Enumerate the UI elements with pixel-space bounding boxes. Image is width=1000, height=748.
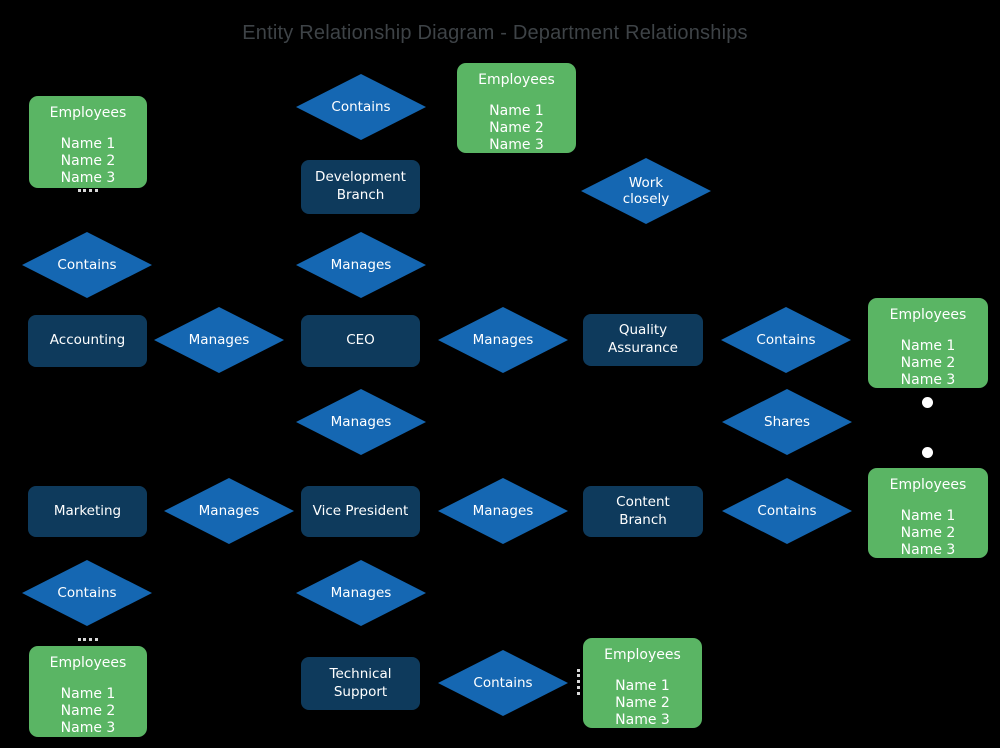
relationship-contains[interactable]: Contains — [721, 307, 851, 373]
entity-label: Quality Assurance — [608, 322, 678, 356]
entity-label: CEO — [346, 332, 375, 349]
attribute-employees-development[interactable]: Employees Name 1 Name 2 Name 3 — [457, 63, 576, 153]
relationship-label: Contains — [756, 331, 816, 348]
attribute-employees-quality-assurance[interactable]: Employees Name 1 Name 2 Name 3 — [868, 298, 988, 388]
connector-stub — [78, 189, 98, 192]
attribute-name: Name 1 — [489, 103, 544, 119]
entity-label: Development Branch — [315, 169, 406, 203]
attribute-name: Name 2 — [900, 355, 956, 371]
attribute-employees-accounting[interactable]: Employees Name 1 Name 2 Name 3 — [29, 96, 147, 188]
attribute-title: Employees — [478, 72, 555, 88]
attribute-name: Name 3 — [60, 720, 116, 736]
attribute-name: Name 2 — [489, 120, 544, 136]
attribute-name: Name 2 — [60, 703, 116, 719]
attribute-title: Employees — [49, 105, 127, 121]
relationship-manages[interactable]: Manages — [154, 307, 284, 373]
entity-quality-assurance[interactable]: Quality Assurance — [583, 314, 703, 366]
attribute-title: Employees — [889, 307, 967, 323]
relationship-label: Work closely — [622, 174, 670, 207]
attribute-name: Name 1 — [60, 136, 116, 152]
relationship-contains[interactable]: Contains — [722, 478, 852, 544]
relationship-contains[interactable]: Contains — [22, 560, 152, 626]
attribute-title: Employees — [604, 647, 681, 663]
attribute-name: Name 3 — [900, 542, 956, 558]
relationship-manages[interactable]: Manages — [438, 307, 568, 373]
relationship-label: Contains — [57, 256, 117, 273]
entity-technical-support[interactable]: Technical Support — [301, 657, 420, 710]
entity-accounting[interactable]: Accounting — [28, 315, 147, 367]
attribute-name: Name 2 — [615, 695, 670, 711]
relationship-label: Manages — [472, 331, 534, 348]
relationship-label: Manages — [198, 502, 260, 519]
entity-label: Technical Support — [329, 665, 392, 700]
relationship-manages[interactable]: Manages — [296, 232, 426, 298]
entity-label: Content Branch — [616, 493, 670, 528]
attribute-name: Name 2 — [900, 525, 956, 541]
entity-content-branch[interactable]: Content Branch — [583, 486, 703, 537]
relationship-label: Contains — [473, 674, 533, 691]
attribute-name: Name 3 — [489, 137, 544, 153]
relationship-contains[interactable]: Contains — [296, 74, 426, 140]
relationship-manages[interactable]: Manages — [296, 389, 426, 455]
entity-label: Marketing — [53, 502, 122, 519]
relationship-label: Contains — [57, 584, 117, 601]
relationship-label: Contains — [331, 98, 391, 115]
attribute-name: Name 3 — [60, 170, 116, 186]
attribute-name: Name 2 — [60, 153, 116, 169]
relationship-label: Manages — [330, 584, 392, 601]
connector-stub — [577, 669, 580, 695]
relationship-shares[interactable]: Shares — [722, 389, 852, 455]
relationship-label: Manages — [472, 502, 534, 519]
relationship-manages[interactable]: Manages — [164, 478, 294, 544]
entity-label: Vice President — [312, 502, 409, 519]
entity-vice-president[interactable]: Vice President — [301, 486, 420, 537]
attribute-employees-technical-support[interactable]: Employees Name 1 Name 2 Name 3 — [583, 638, 702, 728]
diagram-title: Entity Relationship Diagram - Department… — [242, 22, 748, 44]
relationship-contains[interactable]: Contains — [438, 650, 568, 716]
attribute-employees-marketing[interactable]: Employees Name 1 Name 2 Name 3 — [29, 646, 147, 737]
entity-ceo[interactable]: CEO — [301, 315, 420, 367]
relationship-label: Contains — [757, 502, 817, 519]
attribute-name: Name 3 — [615, 712, 670, 728]
attribute-name: Name 3 — [900, 372, 956, 388]
relationship-label: Shares — [764, 413, 810, 430]
attribute-name: Name 1 — [900, 338, 956, 354]
attribute-title: Employees — [49, 655, 127, 671]
relationship-label: Manages — [330, 256, 392, 273]
attribute-name: Name 1 — [60, 686, 116, 702]
attribute-name: Name 1 — [900, 508, 956, 524]
attribute-title: Employees — [889, 477, 967, 493]
relationship-work-closely[interactable]: Work closely — [581, 158, 711, 224]
entity-label: Accounting — [49, 332, 126, 349]
attribute-name: Name 1 — [615, 678, 670, 694]
connector-dot — [922, 447, 933, 458]
relationship-manages[interactable]: Manages — [438, 478, 568, 544]
connector-dot — [922, 397, 933, 408]
entity-marketing[interactable]: Marketing — [28, 486, 147, 537]
relationship-contains[interactable]: Contains — [22, 232, 152, 298]
attribute-employees-content-branch[interactable]: Employees Name 1 Name 2 Name 3 — [868, 468, 988, 558]
relationship-label: Manages — [330, 413, 392, 430]
connector-stub — [78, 638, 98, 641]
entity-development-branch[interactable]: Development Branch — [301, 160, 420, 214]
relationship-label: Manages — [188, 331, 250, 348]
relationship-manages[interactable]: Manages — [296, 560, 426, 626]
